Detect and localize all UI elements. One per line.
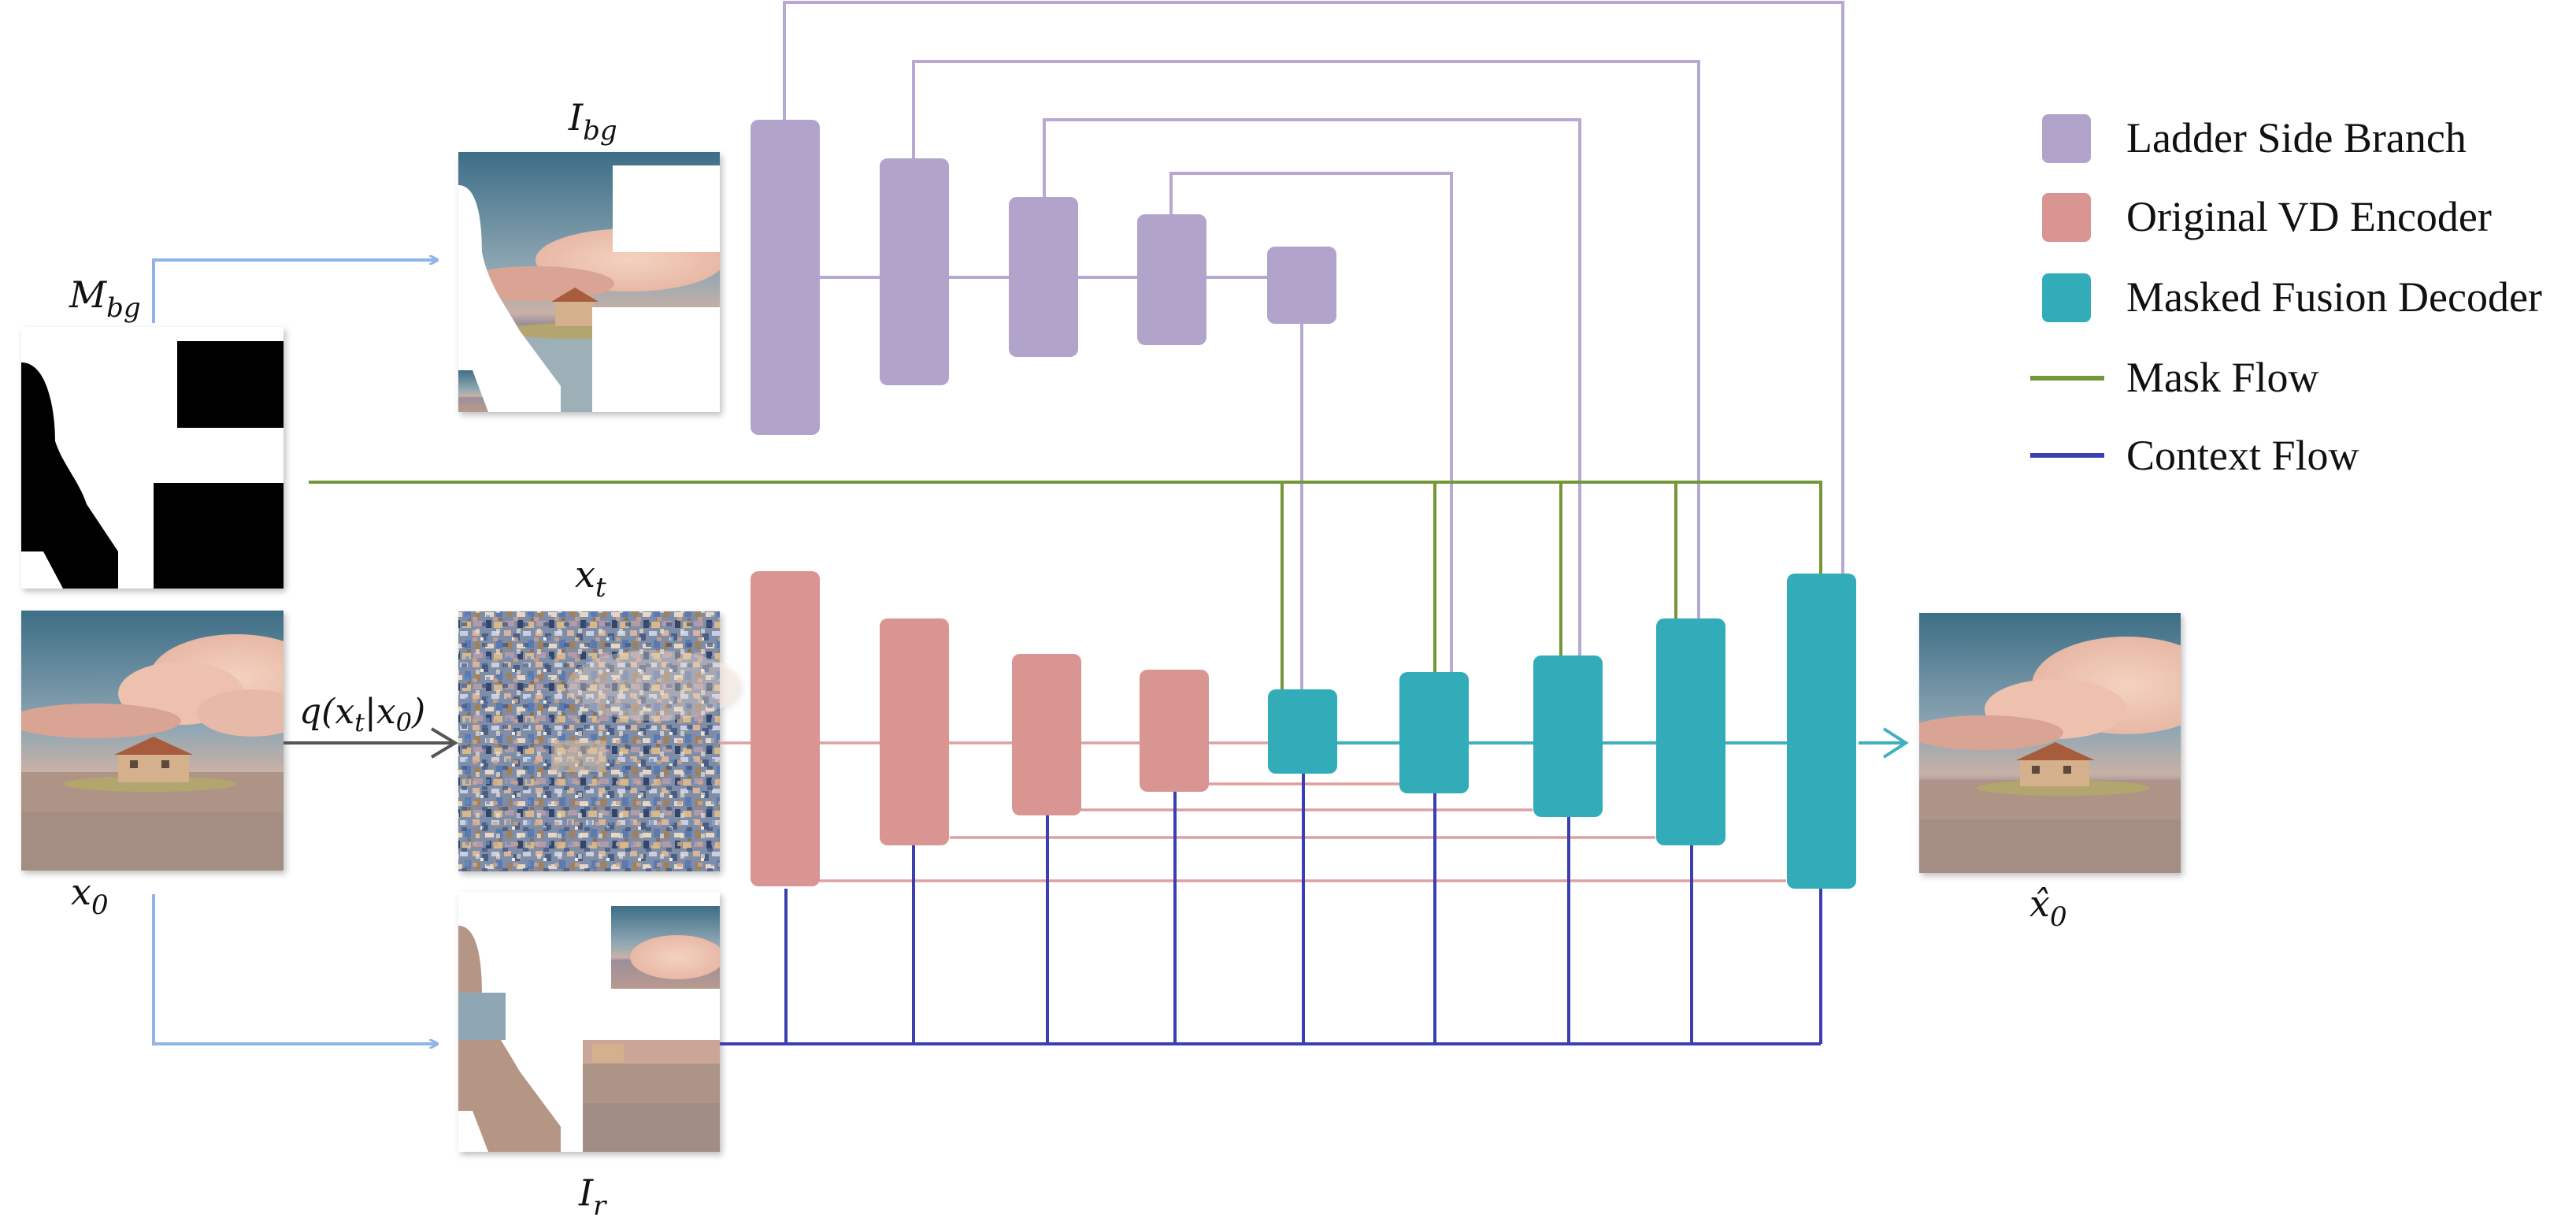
output-image: [1919, 613, 2181, 873]
legend-item-encoder: Original VD Encoder: [2042, 193, 2492, 242]
label-ibg: Ibg: [568, 96, 617, 147]
legend-swatch-ladder: [2042, 114, 2091, 163]
label-x0: x0: [71, 871, 109, 921]
svg-text:Original VD Encoder: Original VD Encoder: [2126, 193, 2492, 240]
ladder-block-1: [751, 120, 820, 435]
xt-image: [458, 611, 740, 871]
ladder-block-5: [1267, 247, 1336, 324]
ladder-block-2: [880, 158, 949, 385]
decoder-block-1: [1268, 689, 1337, 774]
svg-text:Masked Fusion Decoder: Masked Fusion Decoder: [2126, 273, 2542, 321]
legend: Ladder Side Branch Original VD Encoder M…: [2030, 114, 2542, 479]
label-x0-hat: x̂0: [2029, 882, 2067, 933]
decoder-block-3: [1533, 655, 1603, 817]
svg-text:Mask Flow: Mask Flow: [2126, 354, 2319, 401]
legend-swatch-decoder: [2042, 273, 2091, 322]
x0-image: [21, 611, 284, 871]
encoder-block-1: [751, 571, 820, 886]
encoder-block-3: [1012, 654, 1081, 815]
ladder-block-4: [1137, 214, 1206, 345]
encoder-block-2: [880, 618, 949, 845]
legend-swatch-encoder: [2042, 193, 2091, 242]
decoder-block-2: [1399, 672, 1469, 793]
input-arrows: [152, 260, 437, 1044]
ladder-side-branch: [751, 120, 1336, 435]
fusion-decoder: [1268, 574, 1856, 889]
legend-item-decoder: Masked Fusion Decoder: [2042, 273, 2542, 322]
mask-flow-lines: [309, 481, 1822, 690]
noise-arrow: [284, 727, 458, 759]
label-mbg: Mbg: [69, 273, 141, 324]
mask-image: [21, 327, 284, 589]
svg-text:Ladder Side Branch: Ladder Side Branch: [2126, 114, 2467, 162]
legend-item-ladder: Ladder Side Branch: [2042, 114, 2467, 163]
ladder-connections: [783, 1, 1844, 690]
ladder-block-3: [1009, 197, 1078, 357]
svg-text:Context Flow: Context Flow: [2126, 432, 2359, 479]
decoder-block-4: [1656, 618, 1725, 845]
ir-image: [458, 892, 720, 1152]
label-ir: Ir: [578, 1172, 607, 1218]
encoder-block-4: [1140, 670, 1209, 792]
legend-item-mask-flow: Mask Flow: [2030, 354, 2319, 401]
vd-encoder: [751, 571, 1209, 886]
legend-item-context-flow: Context Flow: [2030, 432, 2359, 479]
decoder-block-5: [1787, 574, 1856, 889]
ibg-image: [458, 152, 720, 412]
label-q: q(xt|x0): [299, 692, 425, 737]
context-flow-lines: [720, 774, 1822, 1045]
label-xt: xt: [575, 553, 606, 603]
